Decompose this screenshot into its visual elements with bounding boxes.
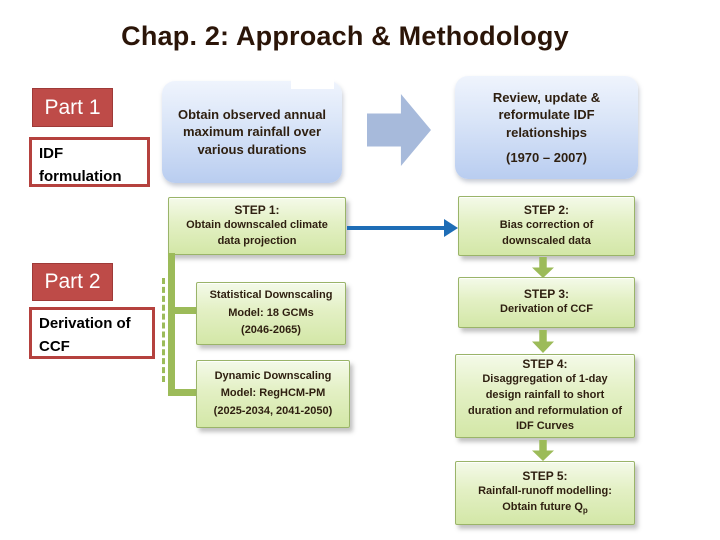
down-arrow-icon (532, 257, 554, 278)
slide-title: Chap. 2: Approach & Methodology (121, 21, 569, 51)
step5-qp-text: Obtain future Q (502, 501, 583, 514)
step1-label: STEP 1: (234, 202, 280, 217)
dynamic-line1: Dynamic Downscaling (214, 369, 332, 382)
obtain-rainfall-text: Obtain observed annual maximum rainfall … (177, 106, 327, 157)
step4-label: STEP 4: (522, 356, 568, 371)
part2-label: Part 2 (32, 263, 113, 301)
review-idf-years: (1970 – 2007) (506, 149, 587, 165)
connector-to-dynamic-box (173, 389, 197, 396)
statistical-line3: (2046-2065) (241, 324, 301, 337)
step1-body: Obtain downscaled climate data projectio… (186, 218, 328, 247)
step1-branch-connector-vertical (168, 253, 175, 396)
step5-label: STEP 5: (522, 469, 568, 484)
part2-topic-box: Derivation of CCF (29, 307, 155, 359)
step4-box: STEP 4: Disaggregation of 1-day design r… (455, 354, 635, 438)
statistical-downscaling-box: Statistical Downscaling Model: 18 GCMs (… (196, 282, 346, 345)
step4-body: Disaggregation of 1-day design rainfall … (468, 372, 622, 433)
blue-box-top-notch (291, 74, 334, 89)
connector-to-statistical-box (173, 307, 197, 314)
step5-box: STEP 5: Rainfall-runoff modelling: Obtai… (455, 461, 635, 525)
review-idf-box: Review, update & reformulate IDF relatio… (455, 76, 638, 179)
obtain-rainfall-box: Obtain observed annual maximum rainfall … (162, 81, 342, 183)
review-idf-text: Review, update & reformulate IDF relatio… (492, 89, 601, 140)
statistical-line1: Statistical Downscaling (209, 289, 333, 302)
right-block-arrow-icon (367, 94, 431, 166)
step3-body: Derivation of CCF (500, 303, 593, 316)
step5-qp-subscript: p (582, 506, 588, 516)
dynamic-downscaling-box: Dynamic Downscaling Model: RegHCM-PM (20… (196, 360, 350, 428)
dynamic-line2: Model: RegHCM-PM (220, 387, 326, 400)
step3-label: STEP 3: (523, 287, 570, 302)
down-arrow-icon (532, 330, 554, 353)
part1-topic-box: IDF formulation (29, 137, 150, 187)
dashed-connector-line (162, 278, 165, 382)
part1-label: Part 1 (32, 88, 113, 127)
step2-body: Bias correction of downscaled data (499, 218, 594, 247)
step5-body-line1: Rainfall-runoff modelling: (478, 485, 612, 498)
step3-box: STEP 3: Derivation of CCF (458, 277, 635, 328)
statistical-line2: Model: 18 GCMs (228, 306, 314, 319)
dynamic-line3: (2025-2034, 2041-2050) (213, 404, 333, 417)
step2-label: STEP 2: (523, 202, 570, 217)
step1-box: STEP 1: Obtain downscaled climate data p… (168, 197, 346, 255)
step5-body-line2: Obtain future Qp (464, 500, 626, 517)
down-arrow-icon (532, 440, 554, 461)
step1-to-step2-arrow-icon (347, 219, 458, 237)
step2-box: STEP 2: Bias correction of downscaled da… (458, 196, 635, 256)
